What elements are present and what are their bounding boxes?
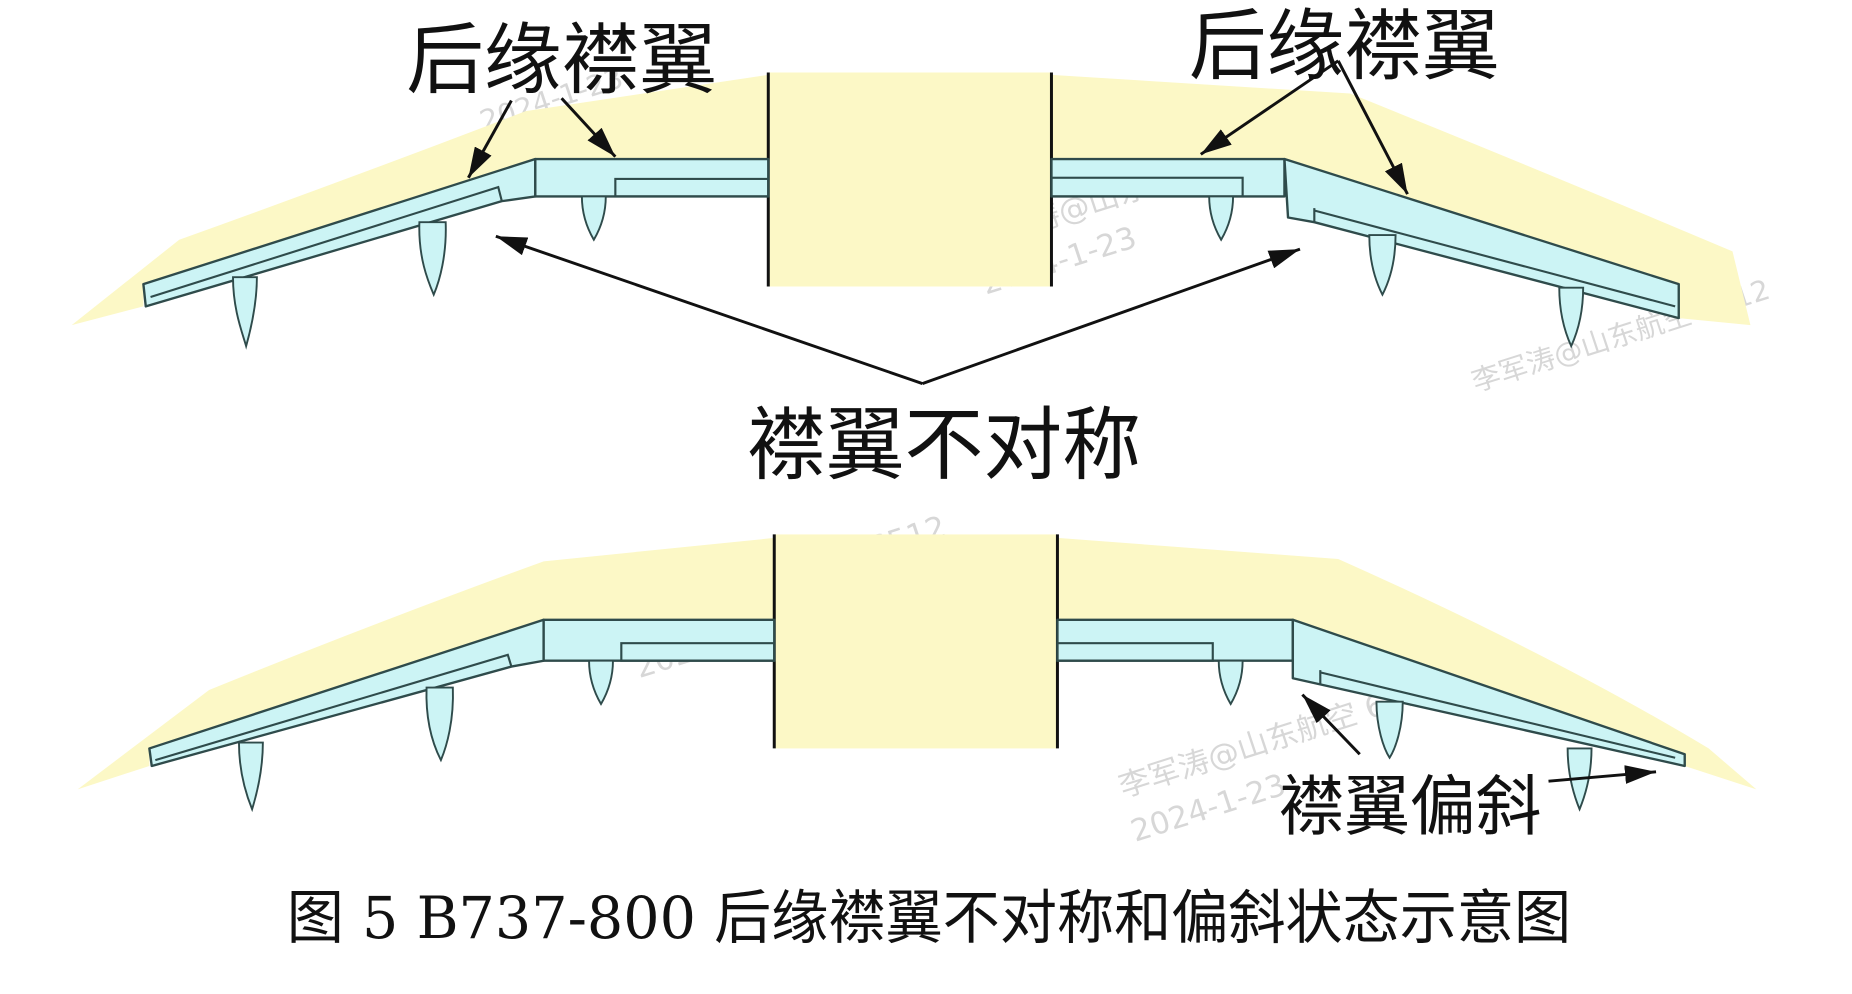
arrow-left-flap-inboard — [560, 97, 617, 158]
flap-track-fairing — [418, 221, 447, 298]
right-outboard-flap — [1283, 157, 1680, 320]
flap-track-fairing — [588, 659, 614, 706]
left-inboard-flap — [534, 157, 770, 198]
left-wing — [77, 537, 775, 790]
left-outboard-aft-flap — [150, 185, 503, 299]
right-outboard-aft-flap — [1319, 670, 1676, 759]
right-outboard-aft-flap — [1313, 208, 1676, 308]
asymmetry-diagram — [71, 72, 1751, 350]
flap-track-fairing — [1217, 659, 1244, 706]
label-trailing-edge-flap-left: 后缘襟翼 — [406, 16, 717, 105]
flap-track-fairing — [1375, 700, 1404, 760]
arrow-skew-inboard — [1301, 693, 1361, 756]
label-flap-skew: 襟翼偏斜 — [1278, 769, 1541, 845]
flap-track-fairing — [232, 276, 258, 350]
flap-track-fairing — [238, 741, 264, 813]
left-outboard-flap — [148, 618, 545, 768]
arrow-skew-outboard — [1548, 765, 1657, 784]
arrow-asymmetry-left — [495, 234, 923, 385]
label-trailing-edge-flap-right: 后缘襟翼 — [1189, 2, 1500, 91]
flap-track-fairing — [580, 195, 607, 242]
left-inboard-aft-flap — [620, 642, 776, 662]
left-inboard-aft-flap — [614, 177, 770, 198]
right-inboard-aft-flap — [1056, 642, 1214, 662]
right-inboard-aft-flap — [1050, 176, 1244, 198]
flap-track-fairing — [1558, 286, 1585, 349]
arrow-right-flap-inboard — [1199, 59, 1340, 156]
skew-diagram — [77, 534, 1757, 813]
left-outboard-aft-flap — [155, 653, 513, 762]
left-outboard-flap — [142, 157, 537, 308]
arrow-left-flap-outboard — [467, 99, 513, 179]
label-flap-asymmetry: 襟翼不对称 — [747, 398, 1141, 491]
flap-track-fairing — [1368, 234, 1397, 297]
flap-track-fairing — [1208, 195, 1235, 242]
figure-caption: 图 5 B737-800 后缘襟翼不对称和偏斜状态示意图 — [287, 883, 1571, 951]
right-outboard-flap-skewed — [1291, 618, 1686, 768]
fuselage — [768, 72, 1052, 287]
arrow-asymmetry-right — [921, 247, 1301, 385]
right-inboard-flap — [1056, 618, 1295, 662]
left-inboard-flap — [542, 618, 776, 662]
fuselage — [774, 534, 1058, 749]
callout-arrows — [467, 59, 1657, 784]
right-wing — [1057, 537, 1757, 790]
flap-track-fairing — [425, 686, 454, 763]
arrow-right-flap-outboard — [1336, 60, 1409, 195]
